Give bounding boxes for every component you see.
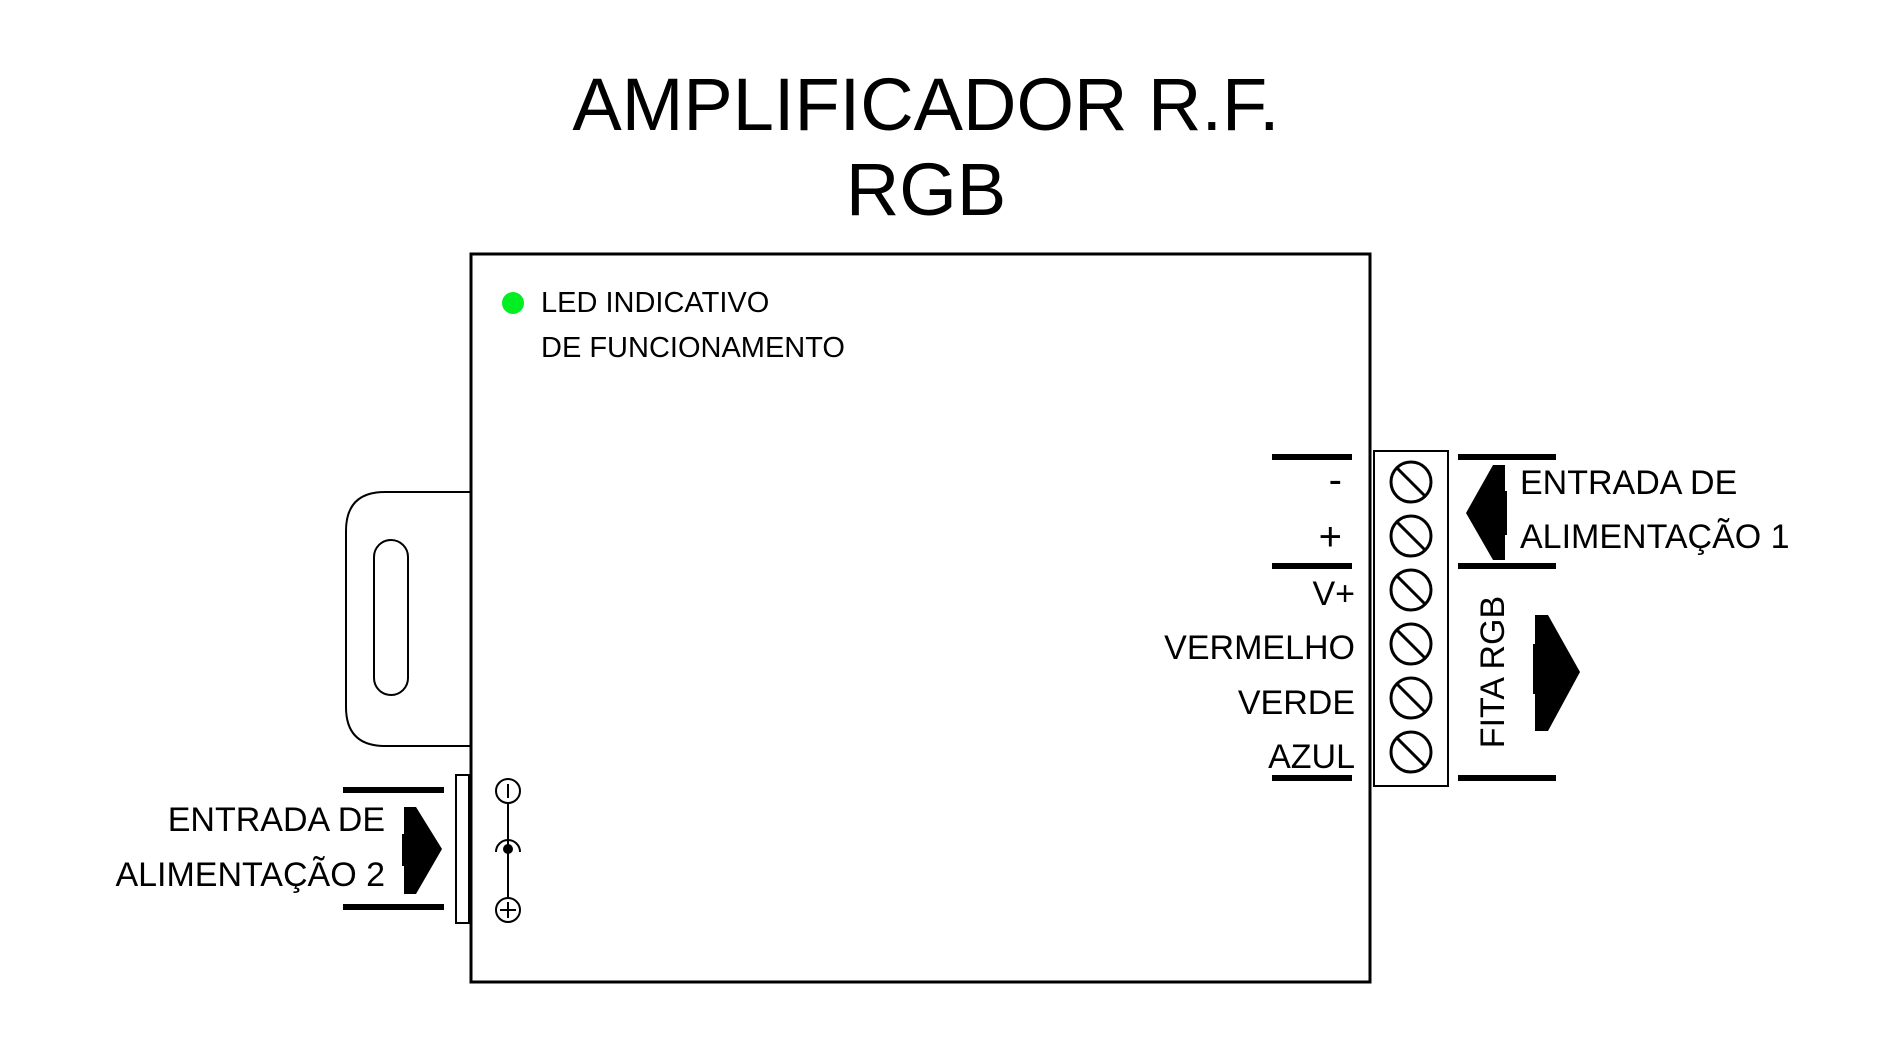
- dc-jack-connector: [455, 774, 470, 924]
- terminal-minus-label: -: [1328, 458, 1342, 502]
- input1-arrow-icon: [1466, 465, 1507, 560]
- terminal-red-label: VERMELHO: [1164, 629, 1355, 667]
- terminal-green-label: VERDE: [1237, 684, 1355, 722]
- terminal-plus-label: +: [1318, 515, 1342, 559]
- screw-icon: [1389, 514, 1433, 558]
- terminal-screws: [1389, 460, 1433, 774]
- screw-icon: [1389, 622, 1433, 666]
- mounting-slot: [373, 539, 409, 696]
- screw-icon: [1389, 460, 1433, 504]
- input2-label-line1: ENTRADA DE: [167, 801, 385, 839]
- diagram-title-line1: AMPLIFICADOR R.F.: [572, 63, 1280, 146]
- screw-icon: [1389, 568, 1433, 612]
- input2-label-line2: ALIMENTAÇÃO 2: [115, 856, 385, 894]
- amplifier-enclosure: [469, 252, 1372, 984]
- diagram-title-line2: RGB: [845, 148, 1007, 231]
- led-label-line1: LED INDICATIVO: [541, 287, 770, 319]
- led-indicator: [502, 292, 524, 314]
- screw-icon: [1389, 676, 1433, 720]
- input1-label-line2: ALIMENTAÇÃO 1: [1520, 518, 1790, 556]
- output-label: FITA RGB: [1474, 595, 1512, 749]
- screw-icon: [1389, 730, 1433, 774]
- terminal-block: [1373, 450, 1449, 787]
- output-arrow-icon: [1533, 615, 1580, 731]
- dc-center-pin-icon: [495, 839, 521, 853]
- terminal-blue-label: AZUL: [1268, 738, 1355, 776]
- led-label-line2: DE FUNCIONAMENTO: [541, 332, 845, 364]
- terminal-vplus-label: V+: [1312, 575, 1355, 613]
- mounting-tab: [345, 491, 471, 747]
- input1-label-line1: ENTRADA DE: [1520, 464, 1738, 502]
- input2-arrow-icon: [402, 807, 442, 894]
